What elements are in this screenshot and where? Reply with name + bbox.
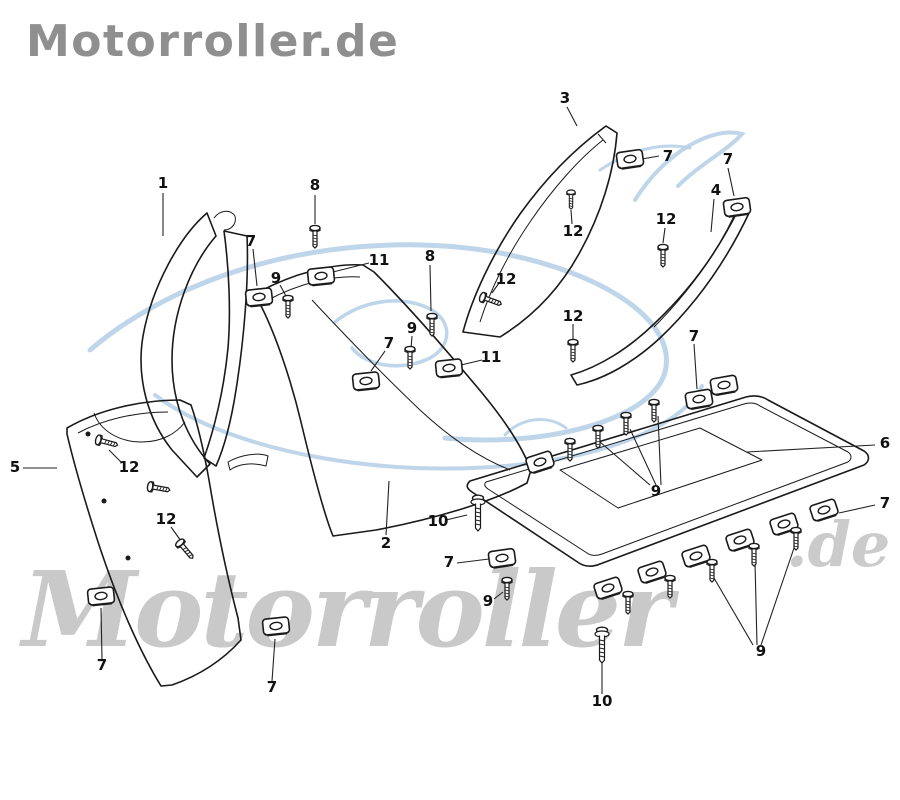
- screw-icon: [790, 526, 802, 551]
- brand-logo: Motorroller.de: [26, 16, 400, 67]
- part-1-front-inner-cover: [140, 210, 249, 478]
- callout-part-7: 7: [246, 232, 256, 250]
- callout-part-4: 4: [711, 181, 721, 199]
- callout-part-1: 1: [158, 174, 168, 192]
- fasteners-screws: [93, 189, 802, 664]
- callout-part-11: 11: [369, 251, 390, 269]
- callout-part-9: 9: [756, 642, 766, 660]
- clip-icon: [351, 370, 381, 393]
- screw-icon: [706, 558, 718, 583]
- callout-part-7: 7: [663, 147, 673, 165]
- part-6-floor-board: [466, 395, 870, 567]
- callout-part-12: 12: [563, 222, 584, 240]
- callout-part-7: 7: [444, 553, 454, 571]
- part-2-center-cover: [227, 263, 532, 537]
- clip-icon: [592, 575, 624, 602]
- callout-part-9: 9: [407, 319, 417, 337]
- clip-icon: [86, 585, 116, 608]
- leader-lines: [23, 106, 876, 694]
- callout-part-7: 7: [723, 150, 733, 168]
- screw-icon: [567, 338, 579, 363]
- screw-icon: [282, 294, 294, 319]
- watermark-text: Motorroller: [22, 548, 673, 671]
- fasteners-clips: [86, 148, 840, 638]
- callout-part-8: 8: [425, 247, 435, 265]
- clip-icon: [306, 265, 336, 288]
- screw-icon: [620, 411, 632, 436]
- long-screw-icon: [594, 626, 610, 664]
- clip-icon: [487, 547, 517, 570]
- screw-icon: [664, 574, 676, 599]
- clip-icon: [722, 196, 752, 219]
- callout-part-11: 11: [481, 348, 502, 366]
- long-screw-icon: [470, 494, 486, 532]
- screw-icon: [173, 536, 198, 563]
- callout-part-9: 9: [271, 269, 281, 287]
- callout-part-7: 7: [267, 678, 277, 696]
- screw-icon: [566, 189, 576, 210]
- callout-part-10: 10: [592, 692, 613, 710]
- screw-icon: [145, 480, 172, 496]
- watermark-swirl-graphic: [87, 130, 746, 471]
- part-3-right-upper-panel: [462, 125, 618, 338]
- screw-icon: [748, 542, 760, 567]
- screw-icon: [501, 576, 513, 601]
- callout-part-3: 3: [560, 89, 570, 107]
- clip-icon: [261, 615, 291, 638]
- callout-part-7: 7: [97, 656, 107, 674]
- callout-part-6: 6: [880, 434, 890, 452]
- screw-icon: [426, 312, 438, 337]
- screw-icon: [657, 243, 669, 268]
- callout-part-7: 7: [384, 334, 394, 352]
- callout-part-10: 10: [428, 512, 449, 530]
- screw-icon: [622, 590, 634, 615]
- watermark-suffix: .de: [786, 508, 891, 581]
- callout-part-9: 9: [483, 592, 493, 610]
- callout-part-12: 12: [119, 458, 140, 476]
- screw-icon: [93, 433, 120, 451]
- part-5-lower-left-panel: [66, 399, 242, 687]
- clip-icon: [636, 559, 668, 586]
- clip-icon: [615, 148, 645, 171]
- clip-icon: [434, 357, 464, 380]
- clip-icon: [524, 449, 556, 476]
- callout-part-5: 5: [10, 458, 20, 476]
- callout-labels: 1 8 3 7 7 4 12 12 7 9 11 8 12 9 7 12 11 …: [10, 89, 890, 710]
- callout-part-9: 9: [651, 482, 661, 500]
- callout-part-8: 8: [310, 176, 320, 194]
- clip-icon: [244, 286, 274, 309]
- clip-icon: [709, 374, 740, 397]
- callout-part-2: 2: [381, 534, 391, 552]
- callout-part-7: 7: [689, 327, 699, 345]
- callout-part-12: 12: [656, 210, 677, 228]
- callout-part-12: 12: [496, 270, 517, 288]
- screw-icon: [592, 424, 604, 449]
- clip-icon: [684, 388, 715, 411]
- callout-part-12: 12: [156, 510, 177, 528]
- callout-part-7: 7: [880, 494, 890, 512]
- screw-icon: [648, 398, 660, 423]
- callout-part-12: 12: [563, 307, 584, 325]
- screw-icon: [309, 224, 321, 249]
- clip-icon: [808, 497, 840, 524]
- part-4-right-trim-strip: [570, 200, 751, 386]
